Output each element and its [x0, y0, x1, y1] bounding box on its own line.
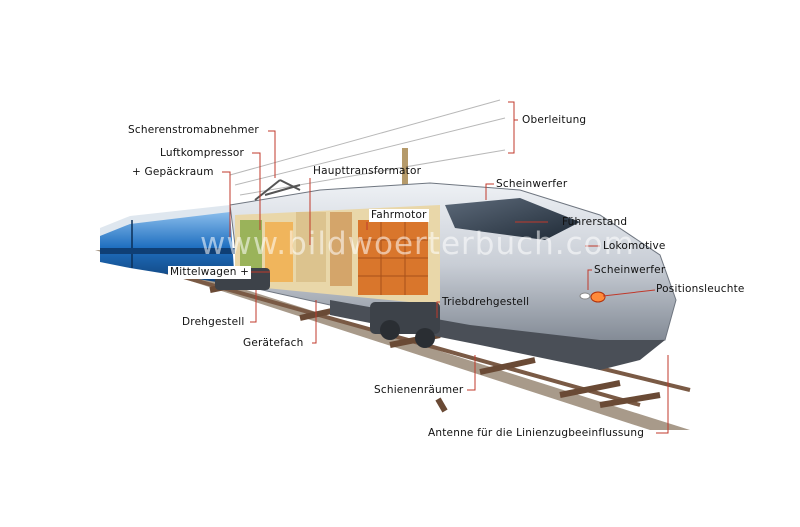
catenary-wires — [229, 99, 506, 196]
watermark: www.bildwoerterbuch.com — [200, 226, 635, 262]
label-gepaeckraum: + Gepäckraum — [132, 166, 214, 178]
label-positionsleuchte: Positionsleuchte — [656, 283, 745, 295]
label-scherenstromabnehmer: Scherenstromabnehmer — [128, 124, 259, 136]
cutaway-interior — [235, 205, 440, 305]
label-fuehrerstand: Führerstand — [562, 216, 628, 228]
label-mittelwagen: Mittelwagen + — [168, 266, 252, 279]
label-oberleitung: Oberleitung — [522, 114, 587, 126]
label-scheinwerfer-front: Scheinwerfer — [594, 264, 666, 276]
label-triebdrehgestell: Triebdrehgestell — [442, 296, 530, 308]
catenary-pole — [402, 148, 408, 198]
label-drehgestell: Drehgestell — [182, 316, 245, 328]
pantograph — [254, 179, 301, 201]
label-fahrmotor: Fahrmotor — [369, 209, 429, 222]
label-lokomotive: Lokomotive — [603, 240, 666, 252]
label-antenne: Antenne für die Linienzugbeeinflussung — [428, 427, 645, 439]
label-scheinwerfer-top: Scheinwerfer — [496, 178, 568, 190]
leader-lines — [222, 101, 669, 434]
label-geraetefach: Gerätefach — [243, 337, 304, 349]
label-haupttransformator: Haupttransformator — [313, 165, 422, 177]
label-luftkompressor: Luftkompressor — [160, 147, 245, 159]
label-schienenraeumer: Schienenräumer — [374, 384, 464, 396]
